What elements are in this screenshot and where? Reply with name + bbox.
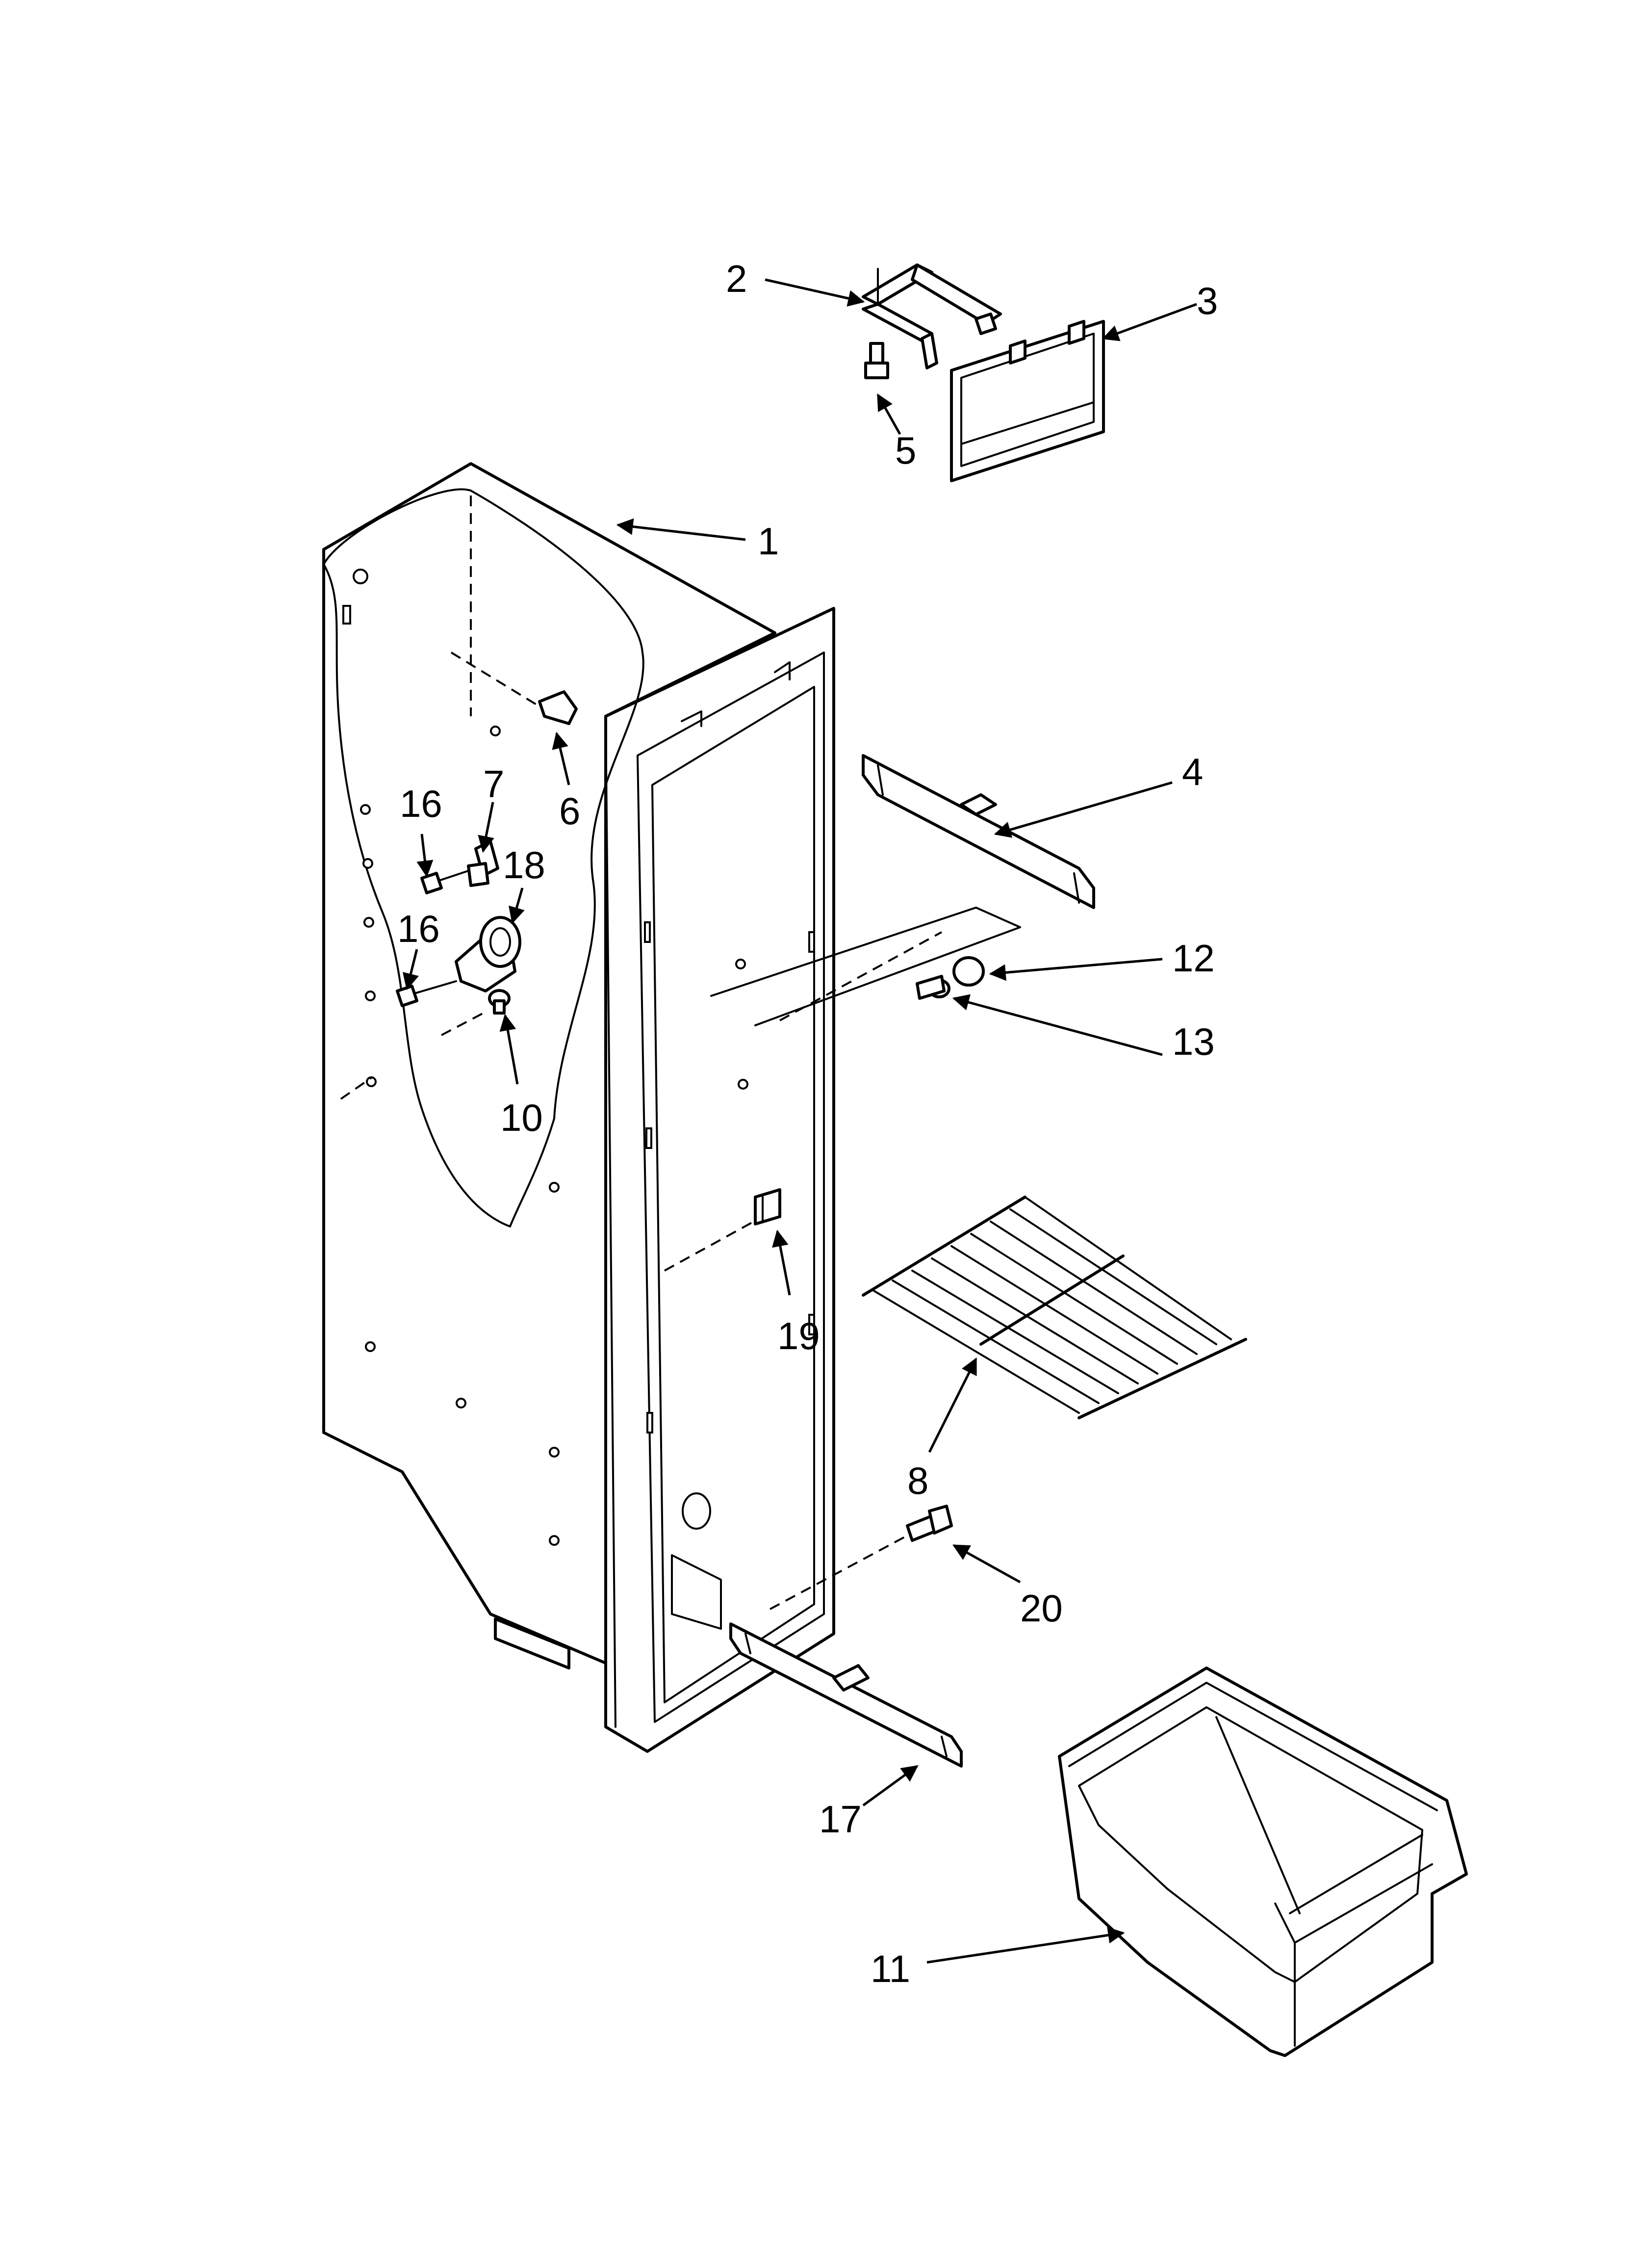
callout-1: 1	[758, 520, 779, 563]
mount-12-13	[710, 907, 1021, 1026]
callout-16a: 16	[400, 782, 442, 825]
ice-bin-11	[1058, 1667, 1468, 2057]
callout-4: 4	[1182, 750, 1203, 793]
callout-19: 19	[777, 1314, 820, 1357]
callout-17: 17	[819, 1798, 862, 1841]
callout-7: 7	[483, 762, 504, 806]
screw-20	[770, 1505, 953, 1610]
callout-5: 5	[895, 429, 916, 472]
sensor-19	[754, 1188, 781, 1225]
screw-5	[864, 342, 889, 379]
callout-8: 8	[907, 1459, 928, 1502]
freezer-liner	[322, 462, 835, 1753]
pin-10	[441, 989, 511, 1036]
rail-17	[729, 1622, 963, 1768]
rail-4	[862, 754, 1095, 909]
wire-shelf-8	[862, 1196, 1247, 1419]
cam-18	[455, 916, 521, 992]
callout-10: 10	[500, 1096, 543, 1139]
callout-16b: 16	[397, 907, 440, 950]
callout-labels: 1 2 3 4 5 6 7 8 10 11 12 13 16 16 17 18 …	[397, 257, 1218, 1990]
leader-lines	[402, 278, 1197, 1964]
callout-12: 12	[1172, 937, 1215, 980]
callout-18: 18	[503, 843, 545, 886]
cover-3	[950, 320, 1105, 482]
clip-6	[450, 652, 578, 725]
callout-6: 6	[559, 789, 580, 833]
callout-13: 13	[1172, 1020, 1215, 1063]
callout-11: 11	[871, 1947, 910, 1990]
callout-3: 3	[1197, 279, 1218, 322]
callout-2: 2	[726, 257, 747, 300]
bracket-2	[862, 263, 1002, 369]
callout-20: 20	[1020, 1587, 1063, 1630]
